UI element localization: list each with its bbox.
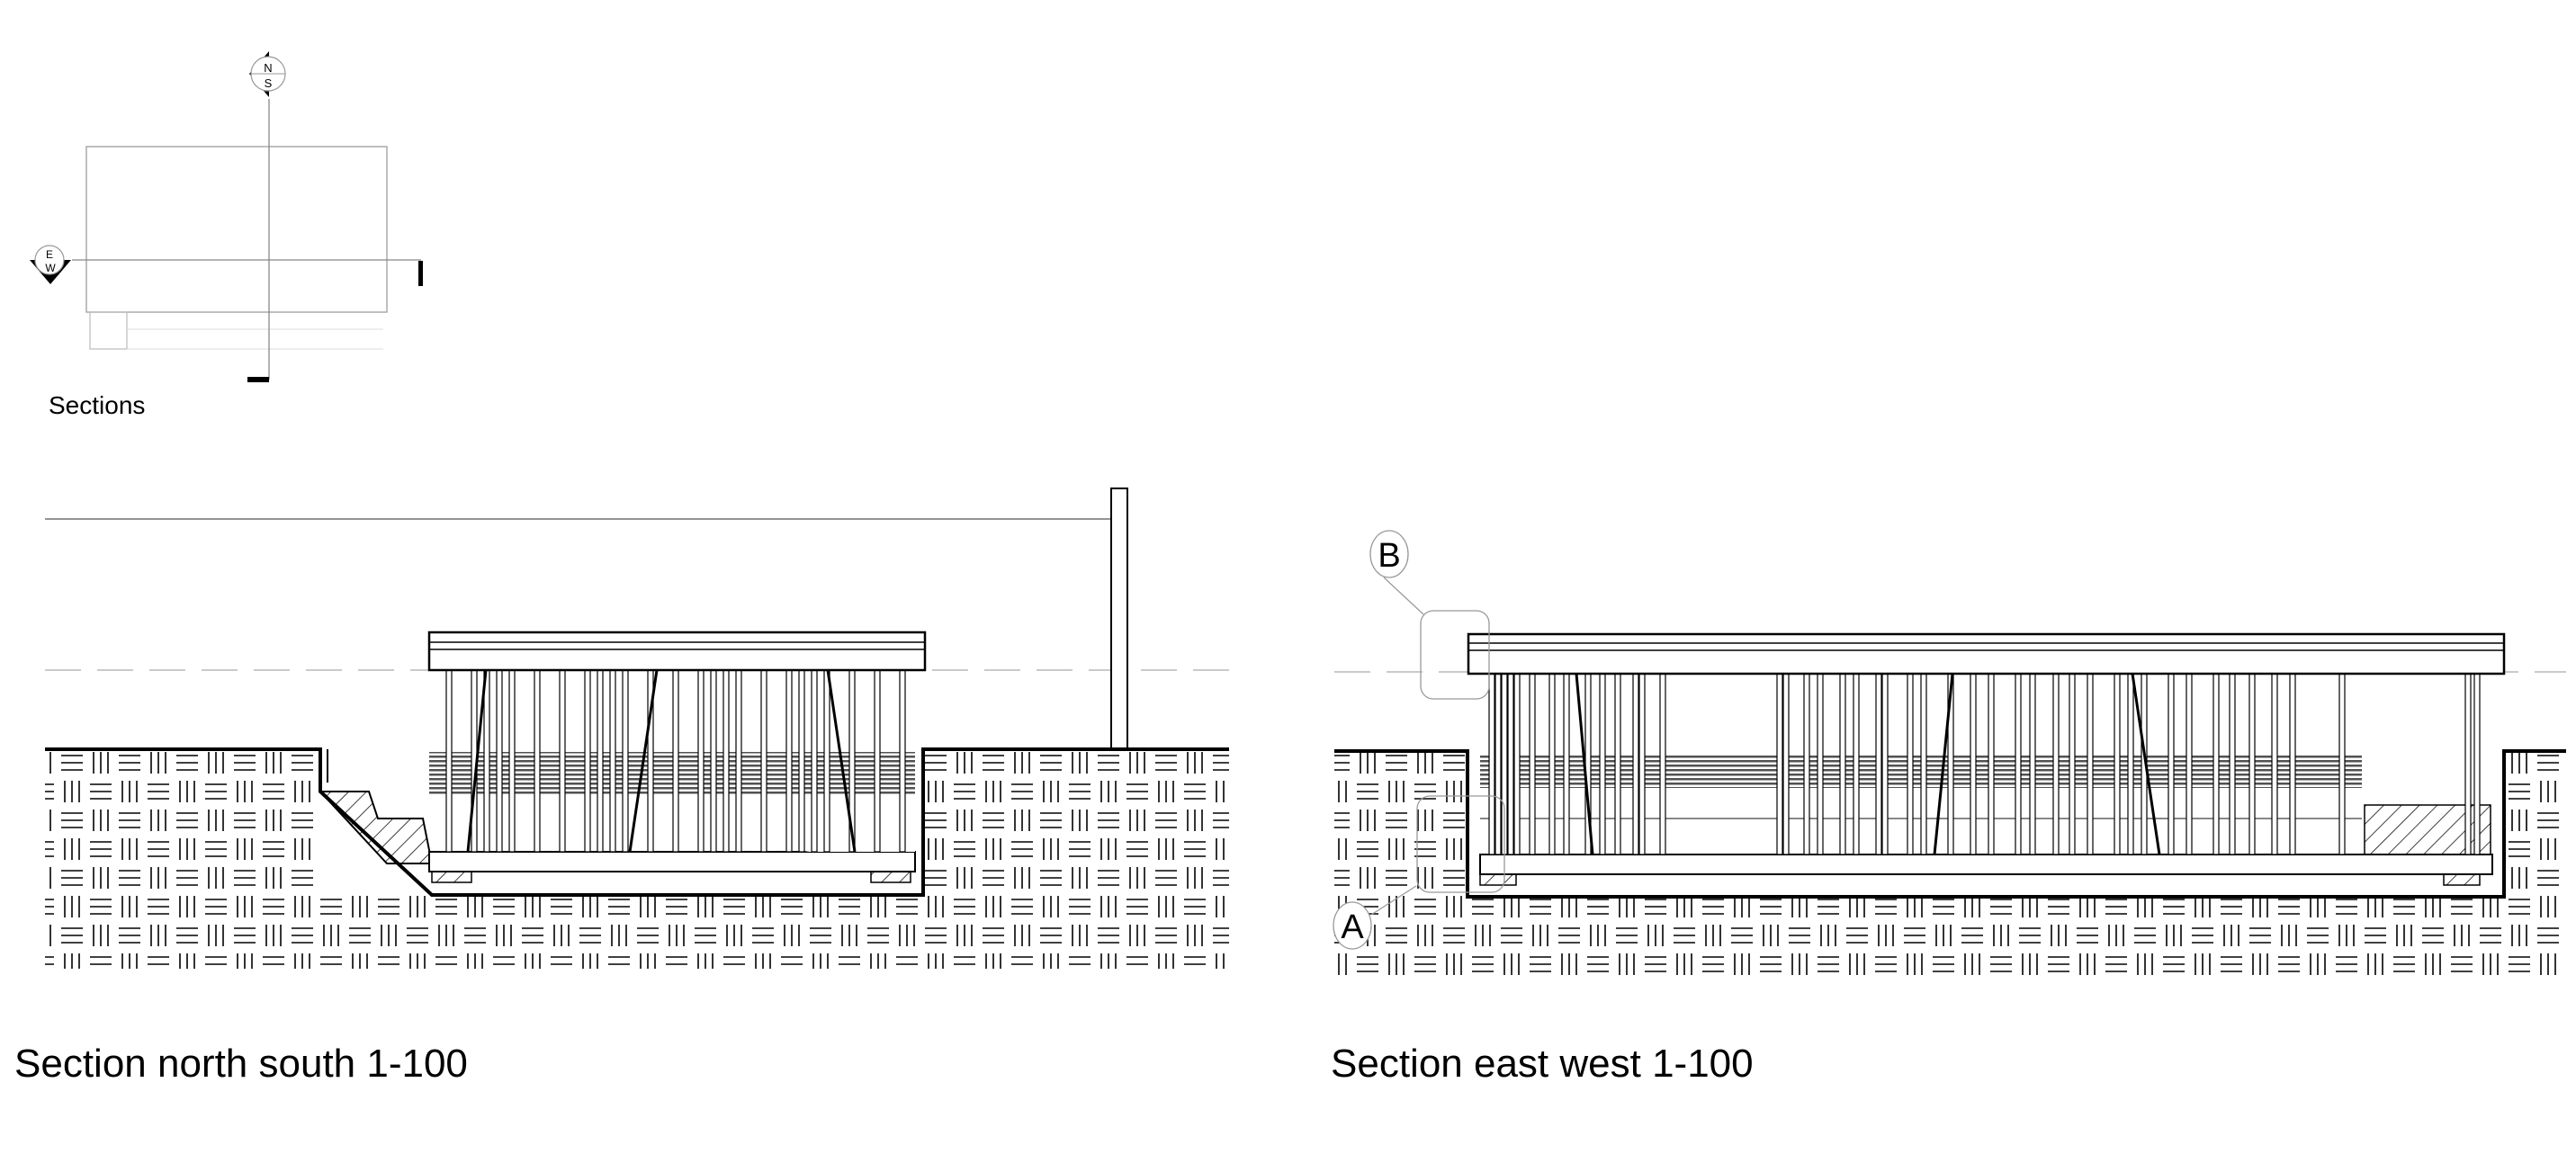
column <box>597 669 604 853</box>
section-ns-title: Section north south 1-100 <box>14 1042 468 1086</box>
column <box>760 669 767 853</box>
diagonal-brace <box>1575 673 1594 855</box>
building-footprint <box>85 146 388 313</box>
section-ew-title: Section east west 1-100 <box>1331 1042 1754 1086</box>
column <box>723 669 730 853</box>
floor-slab <box>428 851 916 872</box>
detail-a-frame <box>1416 795 1505 893</box>
diagonal-brace <box>1933 673 1954 855</box>
compass-s-label: S <box>265 76 273 90</box>
column <box>735 669 742 853</box>
column <box>2229 673 2236 855</box>
column <box>609 669 616 853</box>
detail-b-frame <box>1420 610 1490 700</box>
column <box>710 669 717 853</box>
diagonal-brace <box>466 669 488 853</box>
column <box>1659 673 1666 855</box>
column <box>874 669 881 853</box>
column <box>2069 673 2076 855</box>
column <box>1599 673 1606 855</box>
column <box>1632 673 1639 855</box>
compass-ns-icon: N S <box>249 51 286 97</box>
column <box>1494 673 1502 855</box>
column <box>798 669 805 853</box>
column <box>1920 673 1927 855</box>
diagonal-brace <box>628 669 659 853</box>
column <box>1839 673 1846 855</box>
column <box>1988 673 1995 855</box>
column <box>1875 673 1882 855</box>
column <box>1970 673 1977 855</box>
column <box>584 669 591 853</box>
column <box>785 669 793 853</box>
annex-footprint <box>89 311 128 350</box>
column <box>2338 673 2346 855</box>
column <box>899 669 906 853</box>
column <box>2015 673 2022 855</box>
column <box>1488 673 1495 855</box>
pole <box>1110 488 1128 750</box>
compass-e-label: E <box>46 248 53 261</box>
detail-a-marker[interactable]: A <box>1333 901 1372 950</box>
diagonal-brace <box>826 669 857 853</box>
column <box>508 669 516 853</box>
section-north-south: Section north south 1-100 <box>14 488 1233 1086</box>
column <box>1776 673 1783 855</box>
floor-slab <box>1479 854 2493 875</box>
column <box>823 669 830 853</box>
column <box>483 669 490 853</box>
column <box>1817 673 1824 855</box>
column <box>2127 673 2134 855</box>
column <box>1563 673 1570 855</box>
diagonal-brace <box>2131 673 2161 855</box>
column <box>1803 673 1810 855</box>
column <box>2186 673 2193 855</box>
stair-wedge <box>318 791 434 864</box>
column <box>1638 673 1646 855</box>
column <box>559 669 566 853</box>
compass-ew-icon: E W <box>30 245 71 284</box>
column <box>672 669 679 853</box>
column <box>2052 673 2060 855</box>
site-plan: N S E W Sections <box>30 51 423 419</box>
column <box>1881 673 1889 855</box>
column <box>2271 673 2278 855</box>
column <box>1853 673 1860 855</box>
column <box>697 669 705 853</box>
column <box>1907 673 1914 855</box>
column <box>2114 673 2121 855</box>
detail-b-label: B <box>1378 537 1400 575</box>
column <box>2212 673 2220 855</box>
column <box>534 669 541 853</box>
column <box>2473 673 2481 855</box>
timber-columns <box>1488 673 2481 855</box>
column <box>622 669 629 853</box>
column <box>1548 673 1556 855</box>
column <box>811 669 818 853</box>
column <box>1513 673 1521 855</box>
column <box>496 669 503 853</box>
section-east-west: B A Section east west 1-100 <box>1331 530 2566 1086</box>
compass-n-label: N <box>264 61 272 75</box>
column <box>1529 673 1536 855</box>
column <box>1782 673 1790 855</box>
column <box>2289 673 2296 855</box>
section-marker-ew <box>418 261 423 286</box>
column <box>2248 673 2256 855</box>
column <box>1507 673 1514 855</box>
section-marker-ns <box>247 377 269 382</box>
column <box>2464 673 2472 855</box>
column <box>2168 673 2175 855</box>
roof <box>427 631 927 672</box>
compass-w-label: W <box>45 262 56 274</box>
roof <box>1467 632 2506 675</box>
column <box>445 669 453 853</box>
detail-b-marker[interactable]: B <box>1369 530 1409 578</box>
column <box>2087 673 2094 855</box>
column <box>1614 673 1621 855</box>
detail-a-label: A <box>1341 908 1364 946</box>
site-plan-label: Sections <box>49 391 145 419</box>
column <box>2029 673 2036 855</box>
